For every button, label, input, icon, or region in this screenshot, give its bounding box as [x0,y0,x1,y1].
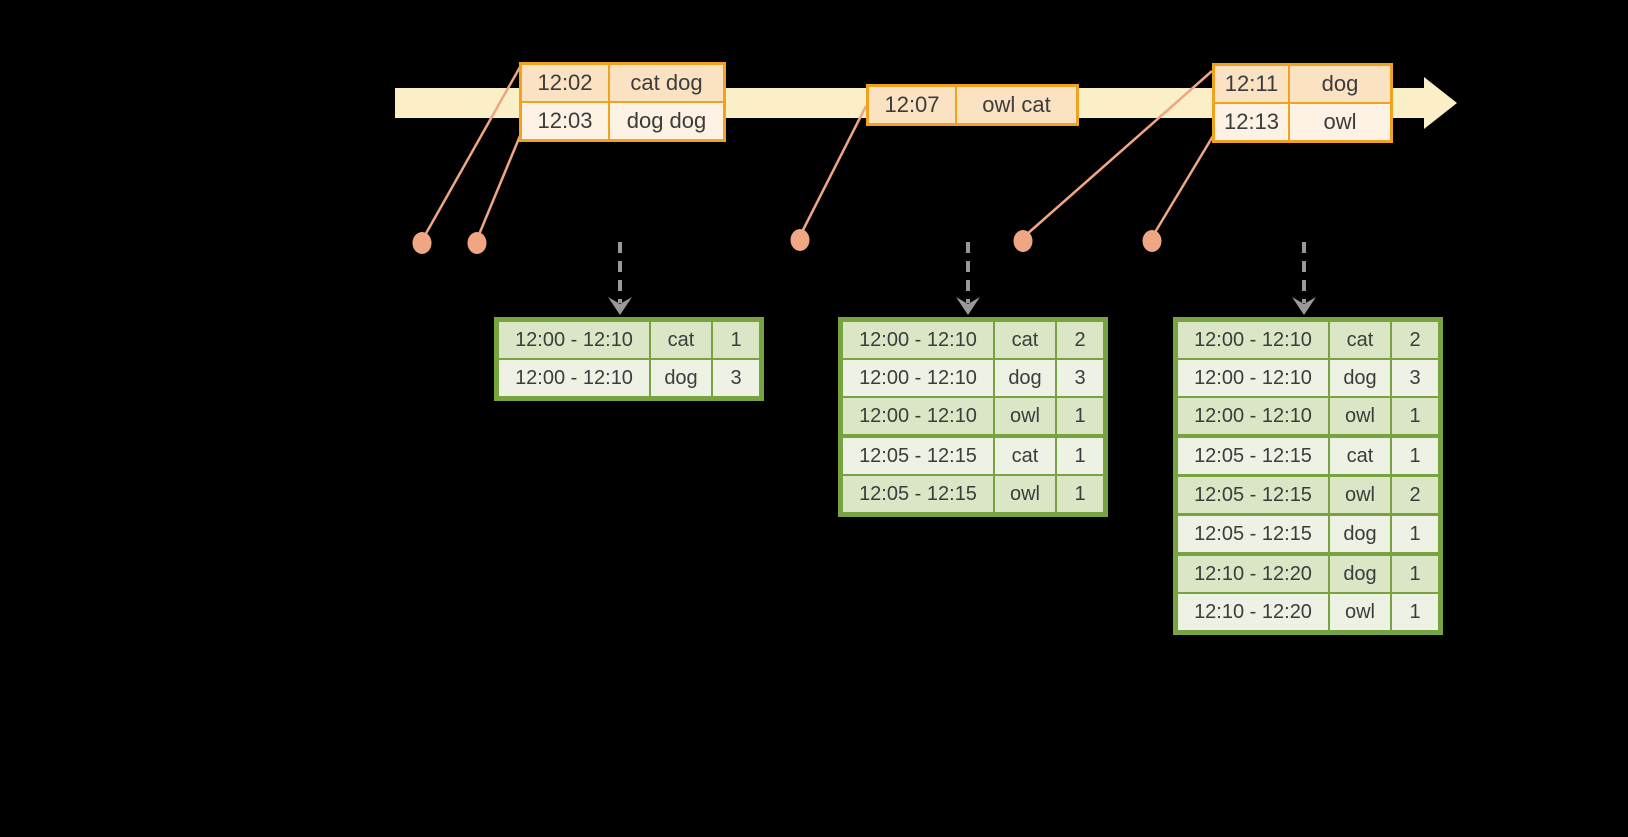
result-row: 12:00 - 12:10 dog 3 [839,358,1107,398]
window-cell: 12:10 - 12:20 [1174,552,1330,594]
event-dot [1142,230,1162,252]
word-cell: cat [1328,434,1392,477]
result-table-1: 12:00 - 12:10 cat 1 12:00 - 12:10 dog 3 [494,317,764,401]
event-dot [412,232,432,254]
count-cell: 1 [1390,552,1442,594]
trigger-arrow-head [956,297,980,315]
count-cell: 3 [1390,358,1442,398]
result-row: 12:00 - 12:10 cat 2 [839,318,1107,360]
result-row: 12:05 - 12:15 cat 1 [1174,434,1442,477]
event-words-cell: cat dog [608,62,726,103]
count-cell: 1 [1055,434,1107,476]
count-cell: 3 [711,358,763,400]
count-cell: 1 [1390,396,1442,437]
result-row: 12:10 - 12:20 owl 1 [1174,592,1442,634]
count-cell: 1 [1390,513,1442,555]
result-row: 12:00 - 12:10 dog 3 [495,358,763,400]
word-cell: owl [1328,396,1392,437]
event-row: 12:02 cat dog [519,62,726,103]
event-time-cell: 12:11 [1212,63,1290,104]
timeline-arrowhead [1424,77,1457,129]
result-row: 12:05 - 12:15 dog 1 [1174,513,1442,555]
event-dot [1013,230,1033,252]
event-dot [790,229,810,251]
connector-line [1152,130,1218,235]
event-time-cell: 12:02 [519,62,610,103]
event-table-2: 12:07 owl cat [866,84,1079,126]
word-cell: owl [1328,592,1392,634]
word-cell: owl [993,474,1057,516]
result-row: 12:10 - 12:20 dog 1 [1174,552,1442,594]
count-cell: 3 [1055,358,1107,398]
result-table-3: 12:00 - 12:10 cat 2 12:00 - 12:10 dog 3 … [1173,317,1443,635]
event-table-3: 12:11 dog 12:13 owl [1212,63,1393,143]
event-dot [467,232,487,254]
window-cell: 12:00 - 12:10 [495,318,651,360]
result-row: 12:05 - 12:15 owl 2 [1174,474,1442,516]
result-row: 12:00 - 12:10 cat 1 [495,318,763,360]
result-row: 12:00 - 12:10 cat 2 [1174,318,1442,360]
window-cell: 12:05 - 12:15 [839,434,995,476]
word-cell: owl [1328,474,1392,516]
event-row: 12:11 dog [1212,63,1393,104]
window-cell: 12:05 - 12:15 [1174,513,1330,555]
word-cell: cat [1328,318,1392,360]
word-cell: dog [1328,513,1392,555]
word-cell: cat [993,318,1057,360]
event-row: 12:03 dog dog [519,101,726,142]
window-cell: 12:00 - 12:10 [1174,358,1330,398]
word-cell: dog [1328,358,1392,398]
event-row: 12:13 owl [1212,102,1393,143]
count-cell: 1 [1055,396,1107,437]
window-cell: 12:00 - 12:10 [1174,318,1330,360]
trigger-arrows [608,242,1316,315]
result-row: 12:00 - 12:10 owl 1 [839,396,1107,437]
event-words-cell: owl [1288,102,1393,143]
word-cell: owl [993,396,1057,437]
event-time-cell: 12:07 [866,84,957,126]
trigger-arrow-head [1292,297,1316,315]
event-words-cell: dog [1288,63,1393,104]
window-cell: 12:00 - 12:10 [839,318,995,360]
word-cell: dog [649,358,713,400]
count-cell: 1 [711,318,763,360]
event-words-cell: owl cat [955,84,1079,126]
event-words-cell: dog dog [608,101,726,142]
count-cell: 2 [1390,474,1442,516]
connector-line [799,105,868,235]
result-table-2: 12:00 - 12:10 cat 2 12:00 - 12:10 dog 3 … [838,317,1108,517]
window-cell: 12:00 - 12:10 [495,358,651,400]
result-row: 12:05 - 12:15 cat 1 [839,434,1107,476]
connector-lines [422,66,1218,238]
event-time-cell: 12:03 [519,101,610,142]
count-cell: 2 [1390,318,1442,360]
count-cell: 1 [1390,592,1442,634]
count-cell: 2 [1055,318,1107,360]
window-cell: 12:10 - 12:20 [1174,592,1330,634]
count-cell: 1 [1055,474,1107,516]
word-cell: dog [993,358,1057,398]
event-time-cell: 12:13 [1212,102,1290,143]
trigger-arrow-head [608,297,632,315]
word-cell: cat [993,434,1057,476]
result-row: 12:00 - 12:10 dog 3 [1174,358,1442,398]
result-row: 12:05 - 12:15 owl 1 [839,474,1107,516]
count-cell: 1 [1390,434,1442,477]
word-cell: dog [1328,552,1392,594]
window-cell: 12:05 - 12:15 [839,474,995,516]
window-cell: 12:05 - 12:15 [1174,474,1330,516]
event-row: 12:07 owl cat [866,84,1079,126]
result-row: 12:00 - 12:10 owl 1 [1174,396,1442,437]
window-cell: 12:05 - 12:15 [1174,434,1330,477]
connector-line [1025,70,1213,236]
connector-line [422,66,522,238]
event-table-1: 12:02 cat dog 12:03 dog dog [519,62,726,142]
window-cell: 12:00 - 12:10 [839,358,995,398]
event-dots [412,229,1162,254]
window-cell: 12:00 - 12:10 [839,396,995,437]
connector-line [476,130,524,238]
window-cell: 12:00 - 12:10 [1174,396,1330,437]
word-cell: cat [649,318,713,360]
